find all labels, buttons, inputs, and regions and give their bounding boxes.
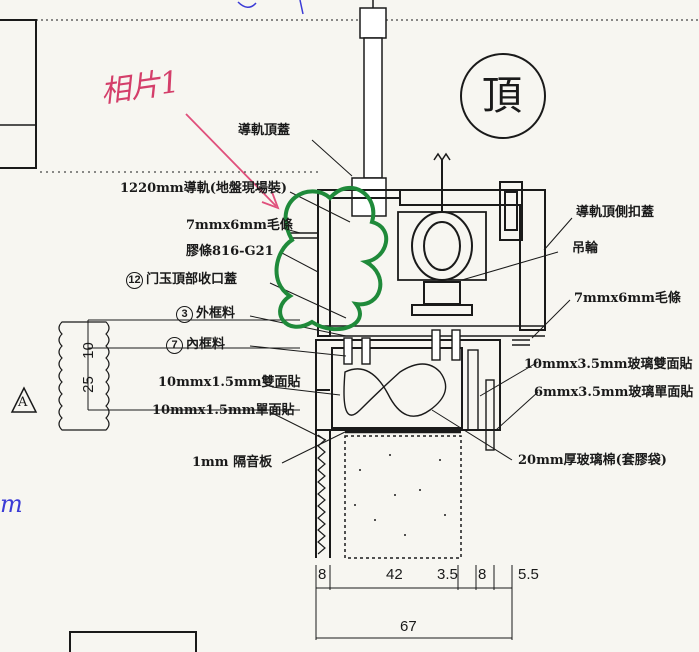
label-inner-frame-text: 內框料 [186, 337, 226, 352]
label-glass-single-sided: 6mmx3.5mm玻璃單面貼 [534, 385, 694, 400]
label-rail-top-cover: 導軌頂蓋 [238, 123, 291, 138]
label-top-trim-text: 门玉頂部收口蓋 [146, 272, 238, 287]
glass-wool-infill [344, 430, 462, 559]
blue-ink-mark [237, 0, 304, 15]
label-outer-frame-text: 外框料 [196, 306, 236, 321]
label-rail-1220: 1220mm導軌(地盤現場裝) [120, 181, 287, 196]
wavy-bracket [58, 321, 110, 431]
rail-rod [351, 0, 387, 217]
view-marker-triangle [10, 386, 38, 413]
dimension-bottom-3: 8 [478, 566, 487, 583]
label-rubber-strip: 膠條816-G21 [186, 244, 274, 259]
pink-markup-arrow [185, 113, 280, 210]
dimension-bottom-1: 42 [386, 566, 403, 583]
dimension-bottom-total: 67 [400, 618, 417, 635]
infill-dots [354, 454, 446, 536]
section-circle [460, 53, 546, 139]
circled-number-7: 7 [166, 337, 183, 354]
door-panel [315, 339, 501, 558]
label-glass-double-sided: 10mmx3.5mm玻璃雙面貼 [524, 357, 693, 372]
label-hanging-wheel: 吊輪 [572, 241, 599, 256]
label-rail-top-side-cover: 導軌頂側扣蓋 [576, 205, 655, 220]
dimension-bottom-2: 3.5 [437, 566, 458, 583]
dimension-bottom-4: 5.5 [518, 566, 539, 583]
soundproof-board-edge [317, 434, 326, 555]
circled-number-3: 3 [176, 306, 193, 323]
dimension-lines [87, 319, 513, 640]
label-brush-right: 7mmx6mm毛條 [574, 291, 681, 306]
dimension-left-upper: 10 [79, 342, 97, 359]
view-marker-letter: A [18, 395, 28, 410]
section-title: 頂 [482, 73, 522, 119]
dimension-bottom-0: 8 [318, 566, 327, 583]
green-markup [274, 185, 389, 332]
label-glass-wool: 20mm厚玻璃棉(套膠袋) [518, 453, 667, 468]
label-double-sided: 10mmx1.5mm雙面貼 [158, 375, 301, 390]
brush-strip-left [290, 232, 530, 346]
dimension-left-lower: 25 [79, 376, 97, 393]
handwritten-fragment: m [0, 490, 23, 518]
label-brush-left: 7mmx6mm毛條 [186, 218, 293, 233]
label-soundproof-board: 1mm 隔音板 [192, 455, 273, 470]
circled-number-12: 12 [126, 272, 143, 289]
leader-lines [249, 139, 573, 464]
screws [343, 329, 461, 365]
bottom-box [69, 631, 197, 652]
label-single-sided: 10mmx1.5mm單面貼 [152, 403, 295, 418]
